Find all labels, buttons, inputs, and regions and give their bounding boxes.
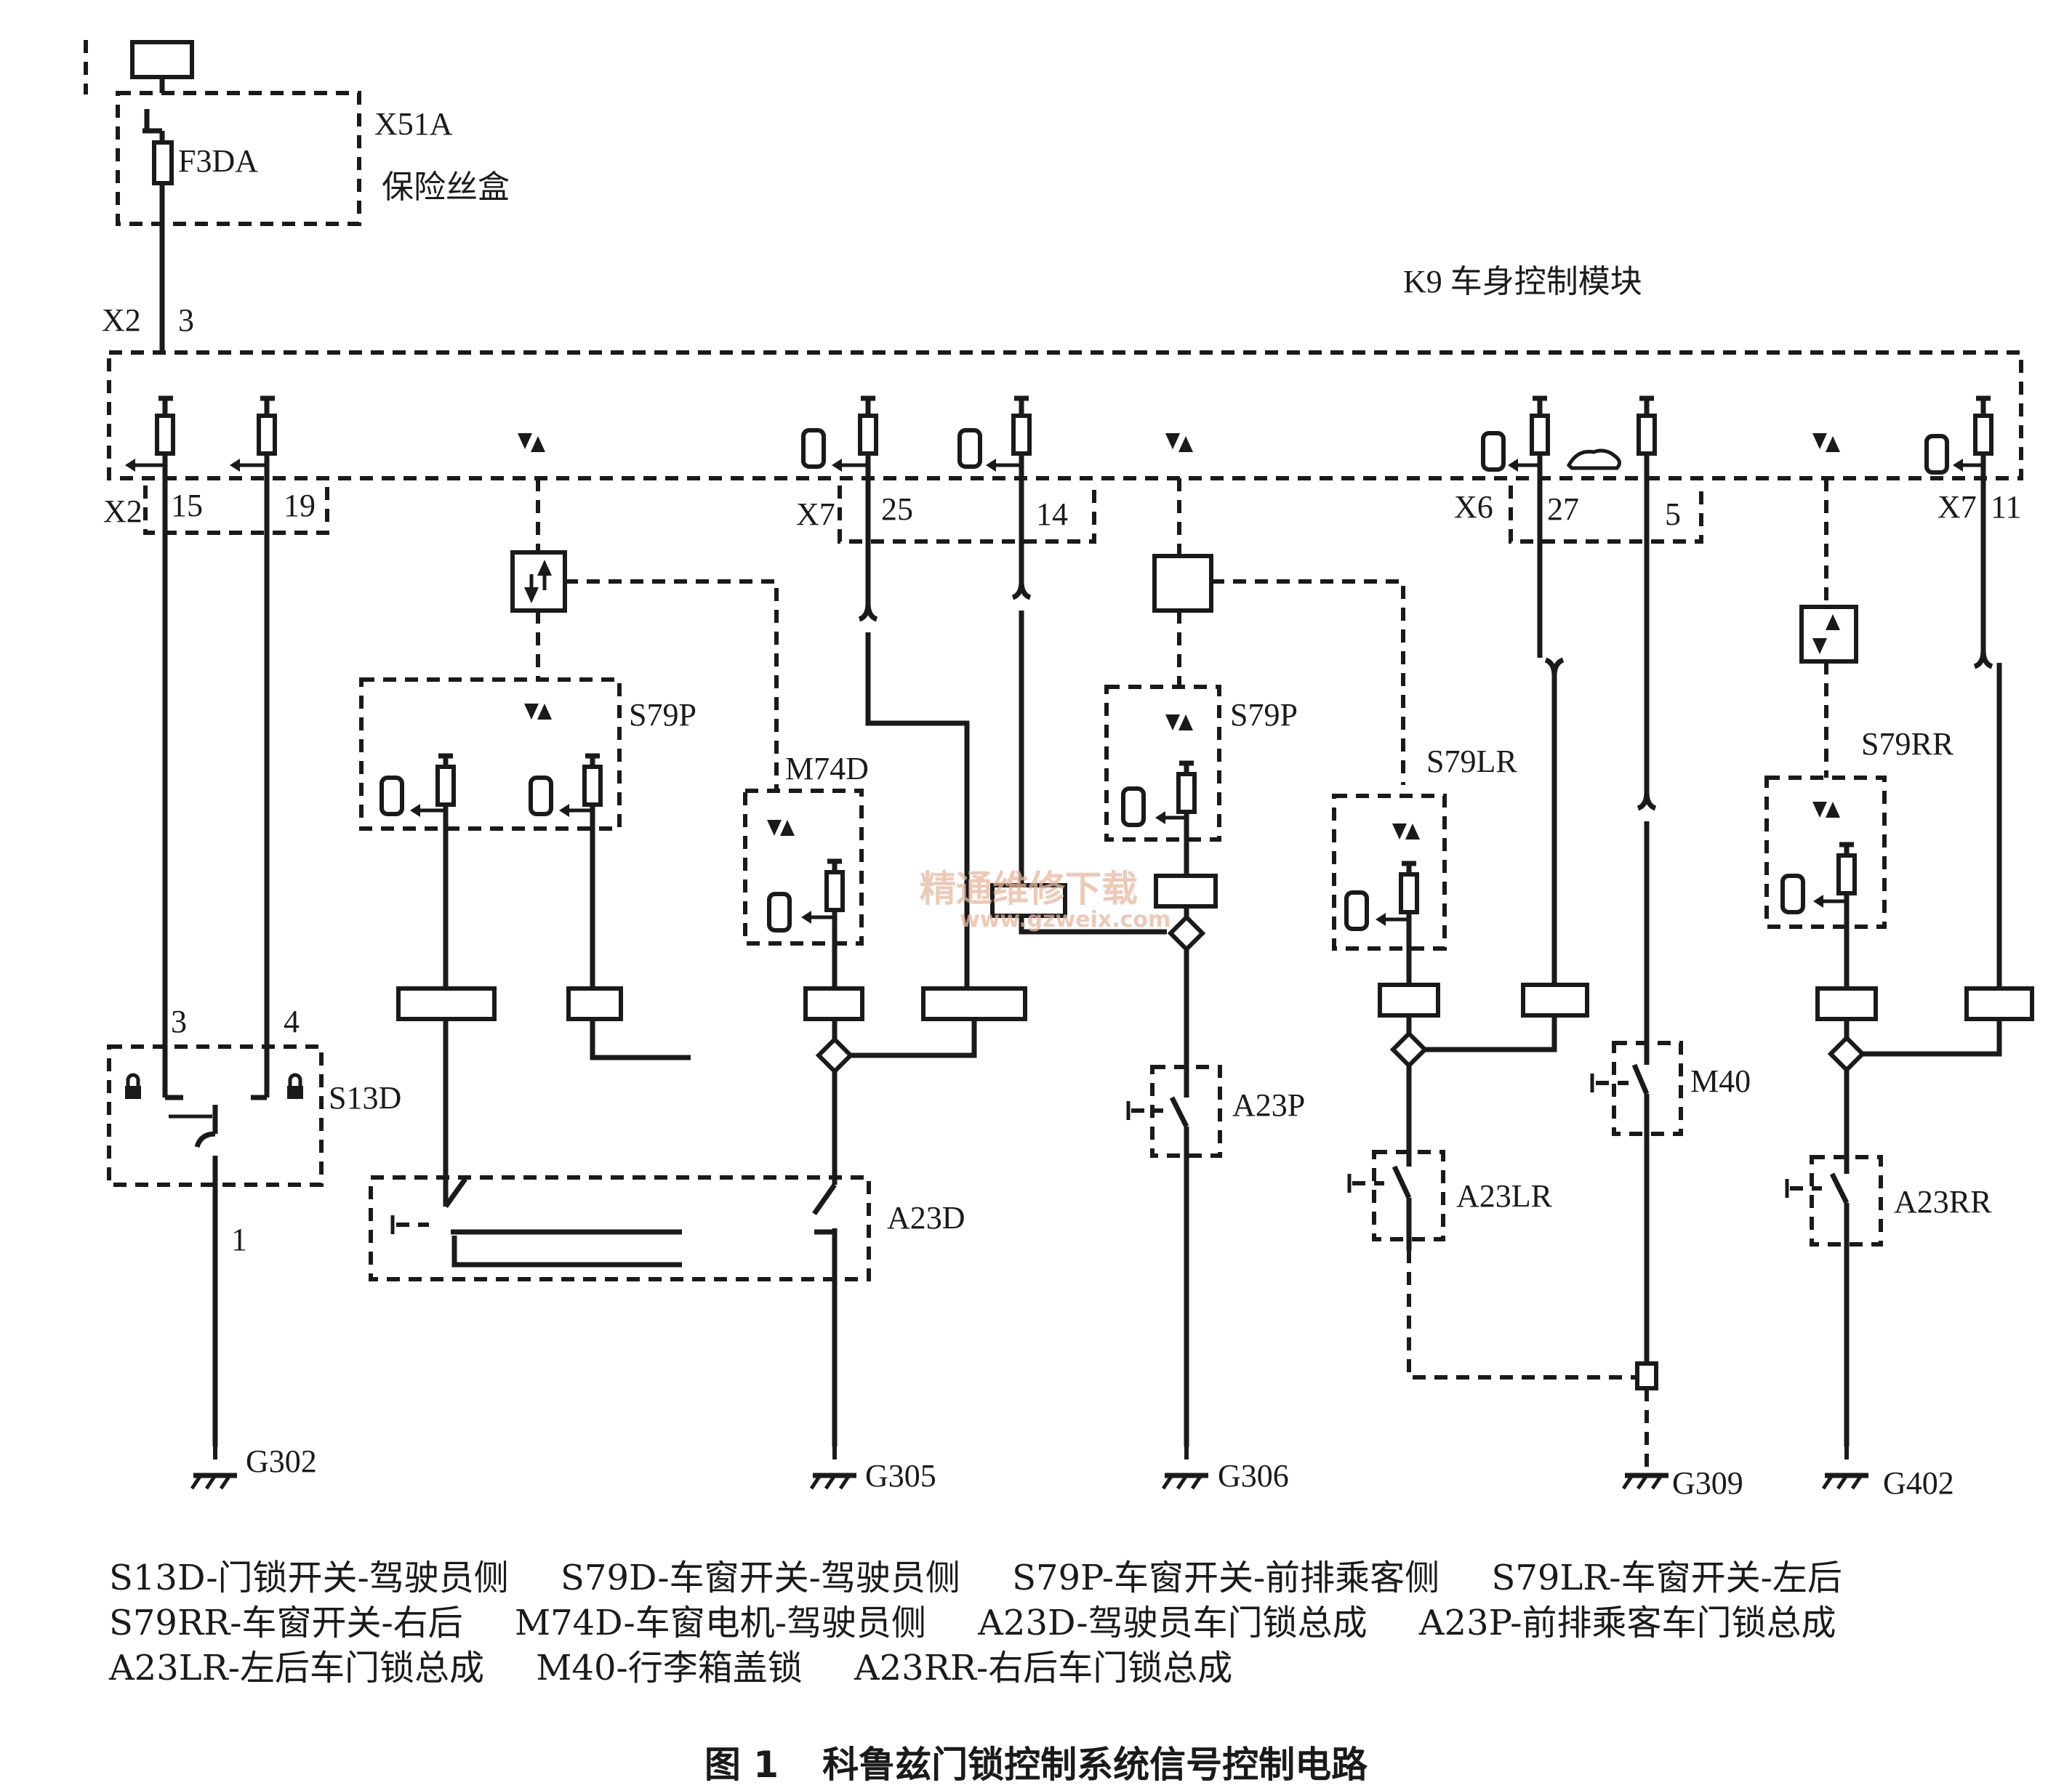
s79p-left-label: S79P: [629, 697, 696, 733]
s13d-label: S13D: [329, 1080, 401, 1116]
watermark-url: www.gzweix.com: [960, 907, 1170, 933]
internal-switch-14: [957, 395, 1032, 538]
a23d-label: A23D: [887, 1200, 965, 1236]
relay-box: [566, 986, 623, 1021]
body-control-module-outline: [107, 350, 2023, 480]
car-door-icon: [957, 428, 982, 469]
s79rr-switch: [1764, 478, 2034, 1468]
connector-x7-pin-11: 11: [1991, 489, 2021, 525]
s79lr-label: S79LR: [1426, 744, 1517, 779]
s79p-mid-label: S79P: [1230, 697, 1298, 733]
connector-x2-top-name: X2: [102, 302, 141, 338]
relay-box: [396, 986, 497, 1021]
legend-item: S13D-门锁开关-驾驶员侧: [109, 1558, 509, 1598]
s79lr-switch: [1332, 538, 1645, 1380]
car-door-icon: [1481, 431, 1506, 472]
a23d-lock: [369, 1175, 871, 1468]
s13d-pin-1: 1: [231, 1222, 247, 1257]
circuit-diagram: F3DA X51A 保险丝盒 X2 3 K9 车身控制模块: [84, 40, 2034, 1501]
figure-title: 科鲁兹门锁控制系统信号控制电路: [822, 1744, 1368, 1786]
internal-switch-11: [1924, 395, 1993, 538]
s13d-switch: [107, 541, 324, 1468]
ground-g302: G302: [246, 1443, 317, 1479]
car-door-icon: [801, 428, 826, 469]
ground-g402: G402: [1883, 1465, 1954, 1501]
connector-x7-pin-14: 14: [1036, 496, 1068, 532]
s79p-left-switch: [359, 478, 779, 988]
module-internal-switches: [125, 395, 1993, 541]
connector-x7-name: X7: [796, 496, 835, 532]
legend-item: S79D-车窗开关-驾驶员侧: [561, 1558, 960, 1598]
legend-item: S79P-车窗开关-前排乘客侧: [1012, 1558, 1440, 1598]
m40-trunk-lock: [1590, 538, 1683, 1468]
relay-box: [803, 986, 864, 1021]
fuse-label: F3DA: [178, 143, 258, 179]
a23p-label: A23P: [1232, 1087, 1305, 1123]
ground-icon: [190, 1473, 1868, 1490]
ground-g306: G306: [1218, 1458, 1289, 1494]
legend-item: A23RR-右后车门锁总成: [854, 1648, 1233, 1688]
internal-switch-25: [801, 395, 878, 538]
legend-item: S79RR-车窗开关-右后: [109, 1603, 463, 1643]
legend-item: A23P-前排乘客车门锁总成: [1418, 1603, 1836, 1643]
connector-x7-right-name: X7: [1938, 489, 1977, 525]
internal-switch-15: [125, 395, 175, 541]
figure-number: 图 1: [704, 1744, 779, 1786]
a23lr-label: A23LR: [1456, 1178, 1553, 1214]
m40-label: M40: [1690, 1063, 1751, 1099]
m74d-label: M74D: [785, 751, 869, 786]
fuse-box: F3DA X51A 保险丝盒: [116, 91, 510, 353]
internal-switch-19: [230, 395, 277, 541]
s79rr-label: S79RR: [1861, 726, 1954, 762]
ground-g309: G309: [1672, 1465, 1743, 1501]
s79p-mid-switch: [1104, 433, 1405, 1468]
connector-x6-name: X6: [1454, 489, 1493, 525]
internal-switch-5: [1566, 395, 1657, 538]
connector-x7-pin-25: 25: [881, 491, 913, 527]
m74d-motor: [743, 789, 864, 988]
connector-x2-name: X2: [103, 494, 142, 529]
s13d-pin-3: 3: [171, 1004, 187, 1039]
legend-item: A23D-驾驶员车门锁总成: [978, 1603, 1368, 1643]
watermark-text: 精通维修下载: [920, 868, 1138, 910]
component-legend: S13D-门锁开关-驾驶员侧 S79D-车窗开关-驾驶员侧 S79P-车窗开关-…: [109, 1555, 2014, 1691]
a23rr-label: A23RR: [1894, 1184, 1992, 1220]
ground-g305: G305: [865, 1458, 936, 1494]
connector-x2-pin-19: 19: [284, 488, 316, 523]
module-title: K9 车身控制模块: [1403, 264, 1642, 299]
connector-x6-pin-5: 5: [1665, 496, 1681, 532]
s13d-pin-4: 4: [284, 1004, 300, 1039]
lock-icon: [287, 1086, 303, 1099]
connector-x2-top-pin: 3: [178, 302, 194, 338]
fuse-box-name: 保险丝盒: [382, 169, 510, 205]
relay-box: [990, 883, 1067, 918]
figure-caption: 图 1 科鲁兹门锁控制系统信号控制电路: [0, 1736, 2072, 1788]
legend-item: A23LR-左后车门锁总成: [109, 1648, 484, 1688]
trunk-car-icon: [1566, 448, 1621, 470]
fuse-box-code: X51A: [374, 106, 453, 142]
internal-switch-27: [1481, 395, 1550, 538]
connector-x6-pin-27: 27: [1547, 491, 1579, 527]
diode-symbol: [815, 1036, 854, 1075]
car-door-icon: [1924, 434, 1949, 475]
legend-item: M40-行李箱盖锁: [536, 1648, 803, 1688]
connector-x2-pin-15: 15: [171, 488, 203, 523]
relay-box: [921, 986, 1027, 1021]
lock-icon: [125, 1086, 141, 1099]
legend-item: S79LR-车窗开关-左后: [1491, 1558, 1842, 1598]
legend-item: M74D-车窗电机-驾驶员侧: [514, 1603, 926, 1643]
battery-symbol: [84, 40, 194, 94]
fuse-f3da-symbol: [152, 140, 174, 185]
